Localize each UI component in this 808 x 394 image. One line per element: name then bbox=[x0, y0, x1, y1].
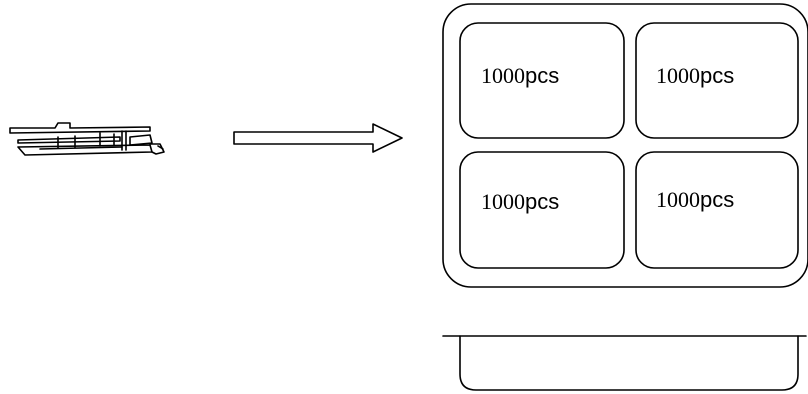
hollow-right-arrow-icon bbox=[233, 123, 403, 153]
quantity-number: 1000 bbox=[656, 187, 700, 212]
compartment-label-2: 1000pcs bbox=[656, 63, 734, 89]
tray-side-body bbox=[459, 335, 799, 391]
tray-compartment-2 bbox=[635, 22, 799, 139]
compartment-label-1: 1000pcs bbox=[481, 63, 559, 89]
quantity-unit: pcs bbox=[525, 63, 560, 88]
tray-side-view bbox=[442, 335, 807, 391]
tray-compartment-4 bbox=[635, 151, 799, 269]
quantity-unit: pcs bbox=[525, 189, 560, 214]
quantity-number: 1000 bbox=[481, 63, 525, 88]
quantity-number: 1000 bbox=[481, 189, 525, 214]
connector-terminal-icon bbox=[9, 122, 165, 156]
tray-compartment-1 bbox=[459, 22, 625, 139]
quantity-number: 1000 bbox=[656, 63, 700, 88]
quantity-unit: pcs bbox=[700, 63, 735, 88]
compartment-label-4: 1000pcs bbox=[656, 187, 734, 213]
quantity-unit: pcs bbox=[700, 187, 735, 212]
tray-compartment-3 bbox=[459, 151, 625, 269]
tray-top-view bbox=[442, 3, 808, 288]
compartment-label-3: 1000pcs bbox=[481, 189, 559, 215]
tray-outline bbox=[442, 3, 808, 288]
